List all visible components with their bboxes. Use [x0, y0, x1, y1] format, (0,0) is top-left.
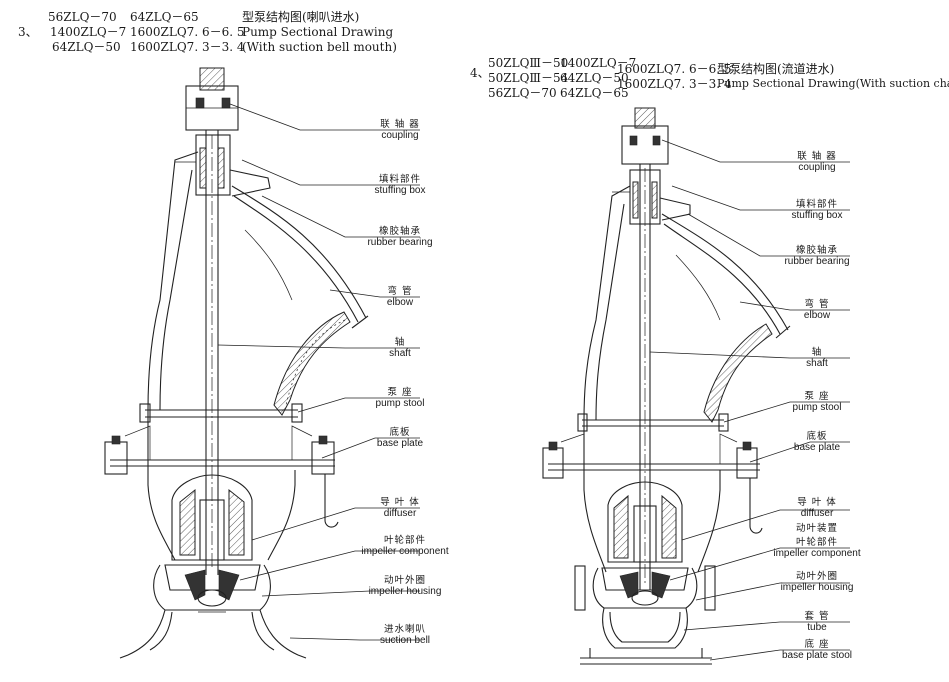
left-label-impeller-component: 叶轮部件 impeller component: [361, 535, 449, 557]
right-label-base-plate-stool: 底 座 base plate stool: [781, 639, 853, 661]
right-model: 1600ZLQ7. 6－6. 5: [617, 62, 732, 76]
right-diffuser-shape: [607, 481, 683, 563]
left-model: 64ZLQ－50: [52, 40, 121, 54]
right-model: 56ZLQ－70: [488, 86, 557, 100]
left-title-cn: 型泵结构图(喇叭进水): [242, 10, 360, 24]
right-model: 50ZLQⅢ－54: [488, 71, 569, 85]
left-label-pump-stool: 泵 座 pump stool: [375, 387, 425, 409]
left-model: 56ZLQ－70: [48, 10, 117, 24]
right-pump-drawing: [542, 107, 791, 665]
left-subtitle-en: (With suction bell mouth): [242, 40, 397, 54]
left-pump-drawing: [104, 67, 369, 659]
left-label-stuffing-box: 填料部件 stuffing box: [374, 174, 426, 196]
right-baseplate-bolt-shape: [542, 447, 564, 479]
left-baseplate-bolt-shape: [104, 441, 128, 475]
right-label-tube: 套 管 tube: [804, 611, 830, 633]
right-label-impeller-component: 动叶装置 叶轮部件 impeller component: [773, 523, 861, 559]
right-model: 50ZLQⅢ－50: [488, 56, 569, 70]
left-label-shaft: 轴 shaft: [389, 337, 411, 359]
right-title-en: Pump Sectional Drawing(With suction chan…: [717, 77, 949, 90]
left-label-elbow: 弯 管 elbow: [386, 286, 414, 308]
right-impeller-shape: [601, 567, 689, 591]
left-label-rubber-bearing: 橡胶轴承 rubber bearing: [367, 226, 433, 248]
left-impeller-shape: [164, 564, 261, 591]
left-suction-bell-shape: [119, 609, 166, 659]
left-diffuser-shape: [171, 474, 253, 561]
right-tube-shape: [602, 607, 688, 649]
right-label-pump-stool: 泵 座 pump stool: [792, 391, 842, 413]
right-model: 64ZLQ－65: [560, 86, 629, 100]
right-label-coupling: 联 轴 器 coupling: [797, 151, 837, 173]
left-title-en: Pump Sectional Drawing: [242, 25, 394, 39]
left-model: 1400ZLQ－7: [50, 25, 127, 39]
left-figure-number: 3、: [18, 25, 38, 39]
right-label-base-plate: 底板 base plate: [793, 431, 841, 453]
left-leader-lines: [217, 103, 420, 641]
right-label-rubber-bearing: 橡胶轴承 rubber bearing: [784, 245, 850, 267]
right-coupling-shape: [621, 125, 669, 165]
right-label-elbow: 弯 管 elbow: [803, 299, 831, 321]
left-label-impeller-housing: 动叶外圈 impeller housing: [368, 575, 442, 597]
left-model: 1600ZLQ7. 3－3. 4: [130, 40, 245, 54]
left-label-coupling: 联 轴 器 coupling: [380, 119, 420, 141]
right-figure-number: 4、: [470, 66, 490, 80]
left-label-base-plate: 底板 base plate: [376, 427, 424, 449]
left-label-suction-bell: 进水喇叭 suction bell: [379, 624, 431, 646]
right-label-shaft: 轴 shaft: [806, 347, 828, 369]
right-label-stuffing-box: 填料部件 stuffing box: [791, 199, 843, 221]
right-model: 64ZLQ－50: [560, 71, 629, 85]
right-model: 1400ZLQ－7: [560, 56, 637, 70]
right-leader-lines: [649, 139, 850, 661]
left-model: 1600ZLQ7. 6－6. 5: [130, 25, 245, 39]
right-label-impeller-housing: 动叶外圈 impeller housing: [780, 571, 854, 593]
right-label-diffuser: 导 叶 体 diffuser: [797, 497, 837, 519]
right-title-cn: 型泵结构图(流道进水): [717, 62, 835, 76]
right-model: 1600ZLQ7. 3－3. 4: [617, 77, 732, 91]
left-model: 64ZLQ－65: [130, 10, 199, 24]
left-label-diffuser: 导 叶 体 diffuser: [380, 497, 420, 519]
